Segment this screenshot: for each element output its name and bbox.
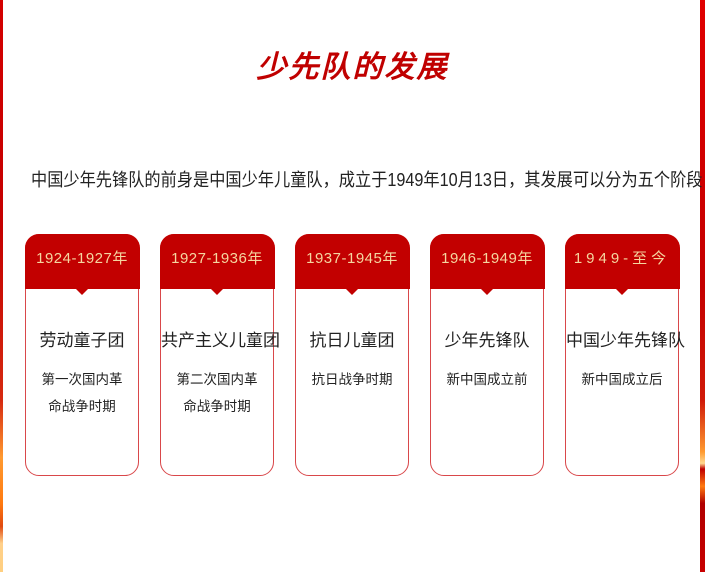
left-decorative-edge <box>0 0 3 572</box>
stage-desc-line: 第一次国内革 <box>41 372 123 388</box>
stage-description: 新中国成立前 <box>431 367 543 394</box>
stage-card-1: 1924-1927年 劳动童子团 第一次国内革 命战争时期 <box>24 233 140 476</box>
stage-period: 1946-1949年 <box>429 233 545 295</box>
stage-name: 劳动童子团 <box>39 331 125 351</box>
intro-text: 中国少年先锋队的前身是中国少年儿童队，成立于1949年10月13日，其发展可以分… <box>31 170 705 190</box>
stage-desc-line: 抗日战争时期 <box>311 372 393 388</box>
stage-card-5: 1949-至今 中国少年先锋队 新中国成立后 <box>564 233 685 476</box>
stage-desc-line: 第二次国内革 <box>176 372 258 388</box>
stage-description: 抗日战争时期 <box>296 367 408 394</box>
stage-card-3: 1937-1945年 抗日儿童团 抗日战争时期 <box>294 233 410 476</box>
stage-desc-line: 新中国成立前 <box>446 372 528 388</box>
stage-period: 1949-至今 <box>564 233 680 295</box>
stage-name: 少年先锋队 <box>444 331 530 351</box>
stage-description: 新中国成立后 <box>566 367 678 394</box>
right-decorative-edge <box>700 0 705 572</box>
stage-card-2: 1927-1936年 共产主义儿童团 第二次国内革 命战争时期 <box>159 233 280 476</box>
stage-desc-line: 命战争时期 <box>48 399 116 415</box>
stage-card-4: 1946-1949年 少年先锋队 新中国成立前 <box>429 233 545 476</box>
stage-name: 抗日儿童团 <box>309 331 395 351</box>
stage-period: 1937-1945年 <box>294 233 410 295</box>
stage-name: 共产主义儿童团 <box>161 331 280 351</box>
stage-description: 第二次国内革 命战争时期 <box>161 367 273 421</box>
stage-desc-line: 命战争时期 <box>183 399 251 415</box>
stage-period: 1924-1927年 <box>24 233 140 295</box>
stage-period: 1927-1936年 <box>159 233 275 295</box>
page-title: 少先队的发展 <box>256 50 449 85</box>
stage-desc-line: 新中国成立后 <box>581 372 663 388</box>
stage-description: 第一次国内革 命战争时期 <box>26 367 138 421</box>
stage-name: 中国少年先锋队 <box>566 331 685 351</box>
